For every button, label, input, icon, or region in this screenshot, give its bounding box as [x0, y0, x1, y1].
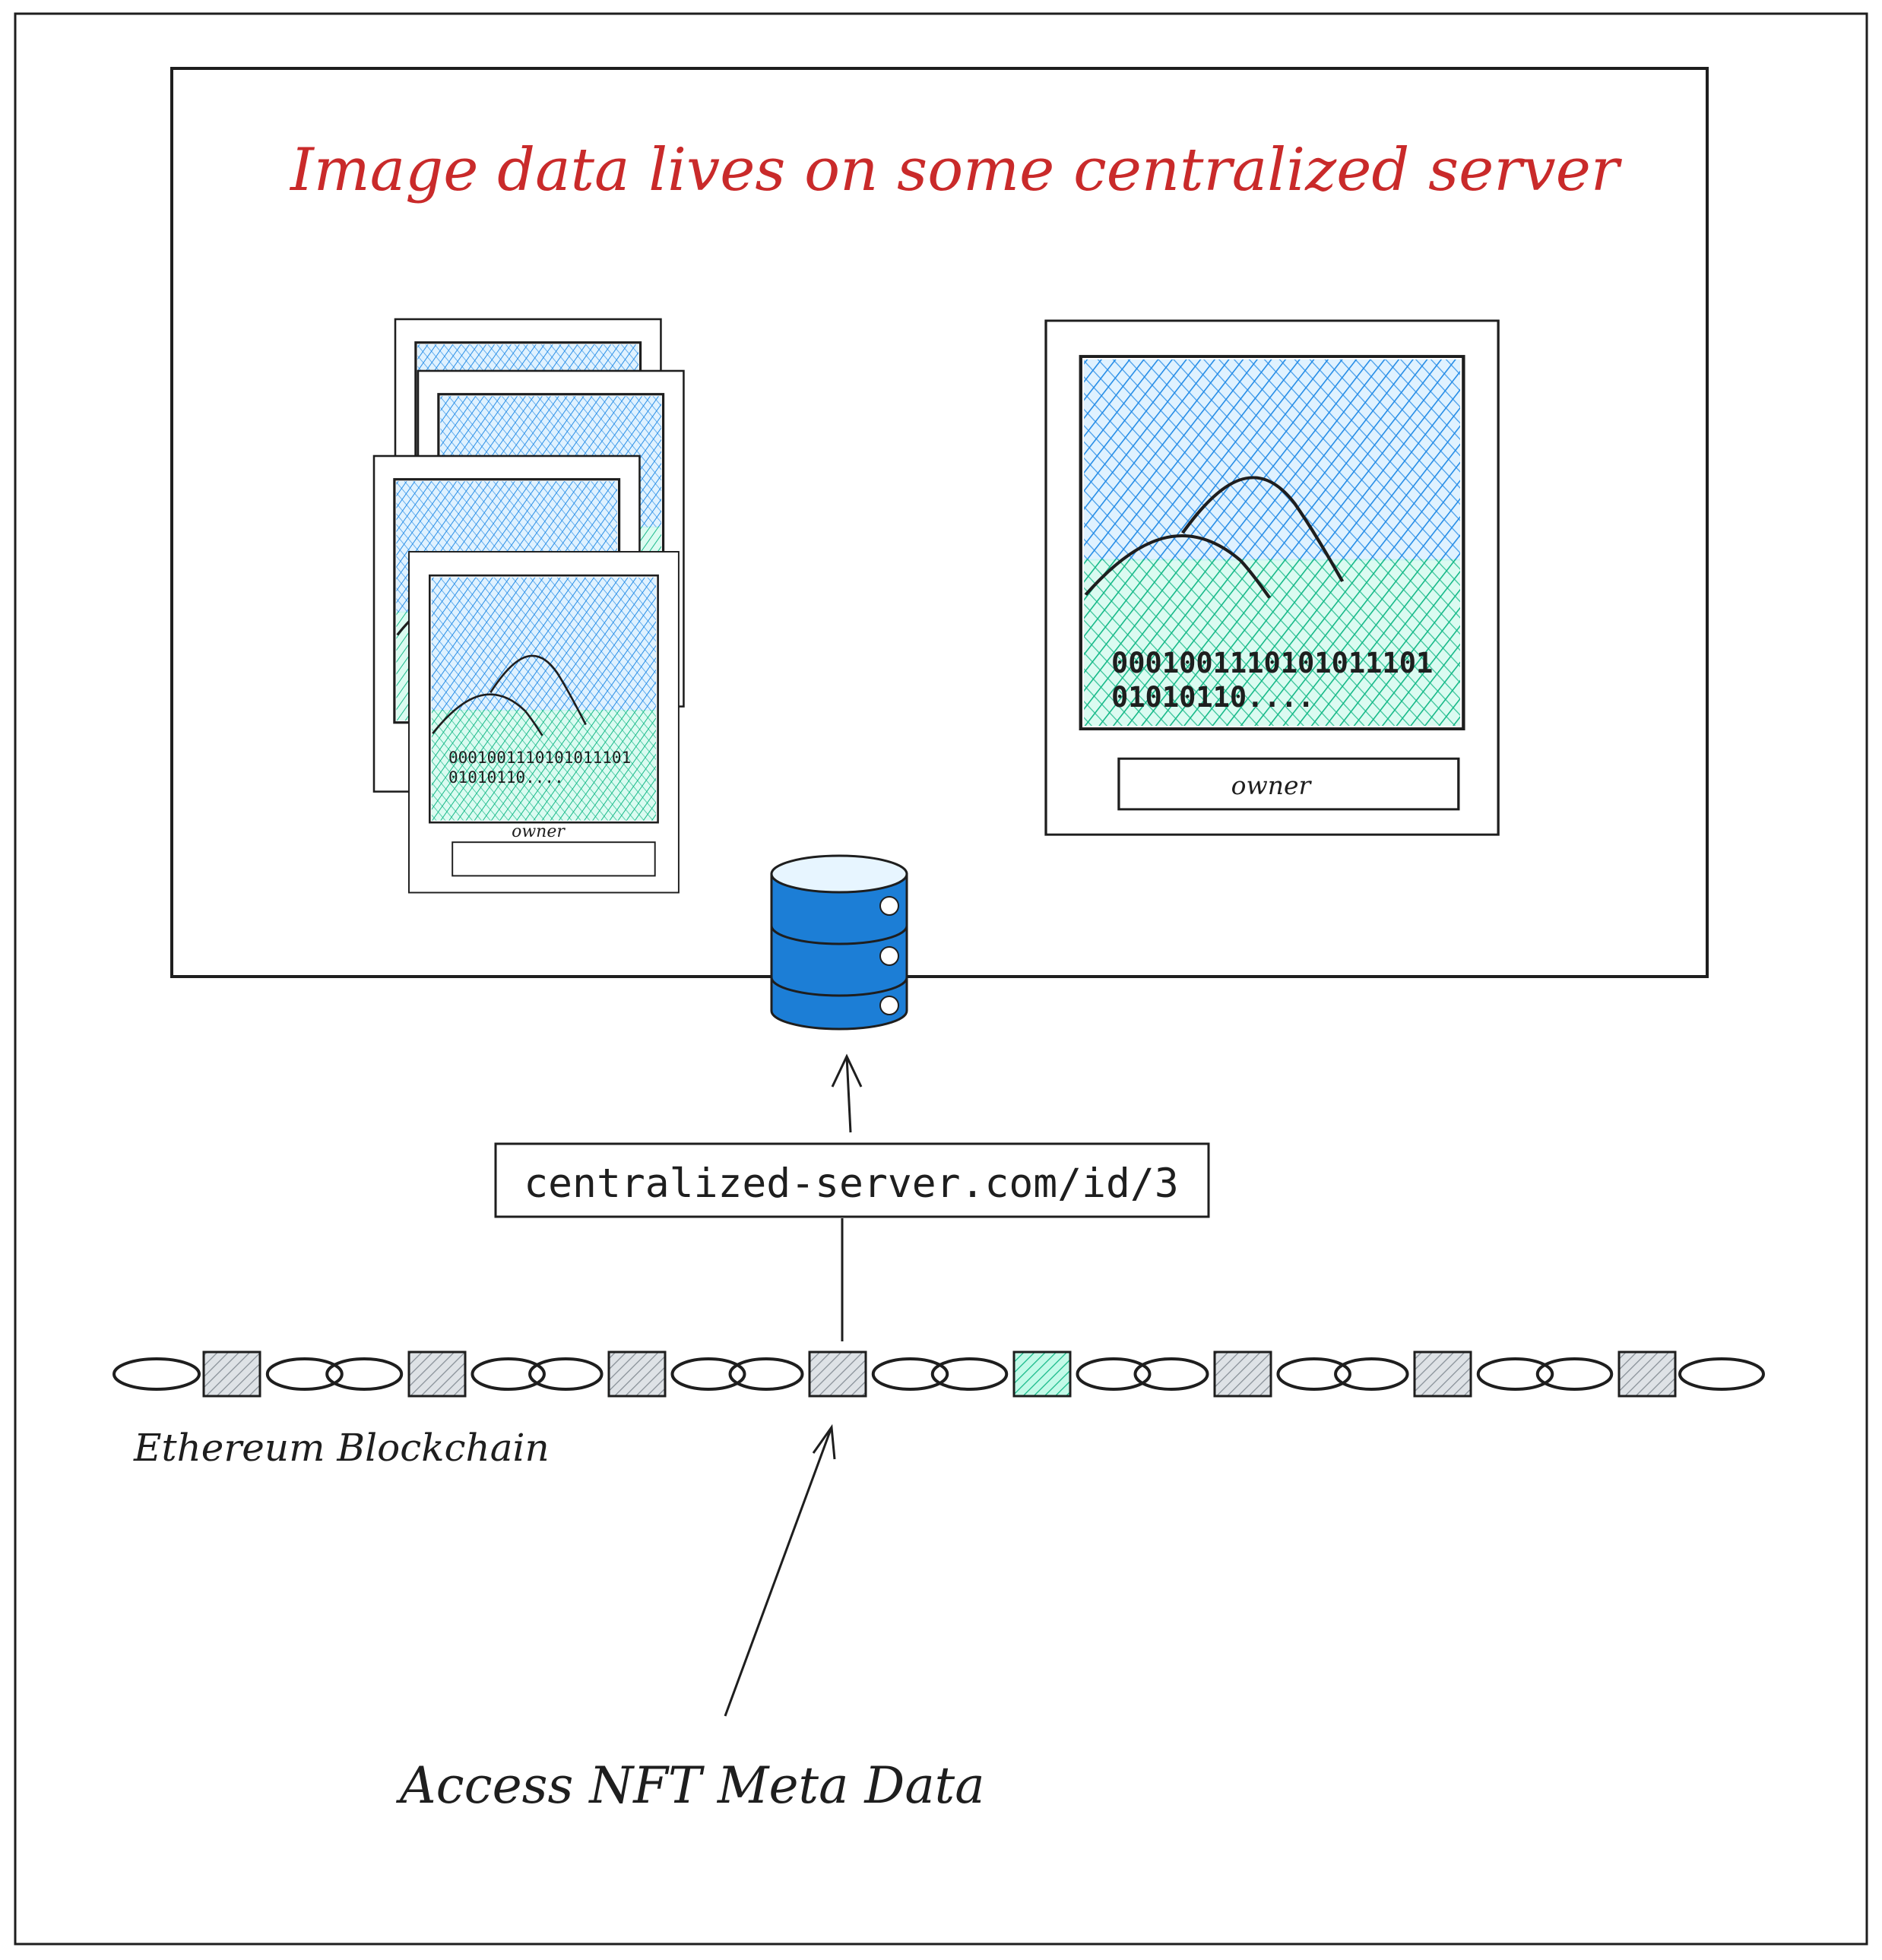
chain-block-highlighted [1012, 1350, 1072, 1398]
nft-card-small [407, 550, 680, 894]
chain-block [607, 1350, 667, 1398]
large-card-binary-2: 01010110.... [1111, 681, 1314, 714]
diagram-title: Image data lives on some centralized ser… [289, 136, 1623, 204]
access-label: Access NFT Meta Data [395, 1756, 985, 1815]
database-icon [770, 854, 908, 1031]
small-card-binary-2: 01010110.... [448, 768, 564, 787]
arrow-to-database [831, 1053, 863, 1133]
chain-link-icon [1334, 1357, 1409, 1391]
chain-link-icon [1678, 1357, 1765, 1391]
large-card-binary-1: 0001001110101011101 [1111, 647, 1433, 679]
small-card-owner-label: owner [512, 822, 566, 841]
chain-link-icon [325, 1357, 404, 1391]
chain-link-icon [1535, 1357, 1614, 1391]
chain-link-icon [112, 1357, 201, 1391]
chain-link-icon [1276, 1357, 1351, 1391]
url-box [494, 1142, 1210, 1218]
outer-frame [14, 12, 1868, 1946]
chain-link-icon [871, 1357, 949, 1391]
large-card-owner-label: owner [1231, 771, 1313, 800]
chain-link-icon [930, 1357, 1009, 1391]
chain-block [1617, 1350, 1677, 1398]
chain-block [1413, 1350, 1472, 1398]
chain-block [407, 1350, 467, 1398]
chain-link-icon [1476, 1357, 1554, 1391]
nft-card-large: 0001001110101011101 01010110.... owner [1046, 321, 1498, 834]
access-arrow [724, 1423, 836, 1717]
blockchain-label: Ethereum Blockchain [133, 1426, 550, 1470]
url-label: centralized-server.com/id/3 [524, 1160, 1179, 1207]
chain-link-icon [1076, 1357, 1152, 1391]
small-card-binary-1: 0001001110101011101 [448, 749, 631, 767]
nft-card-stack: 0001001110101011101 01010110.... owner [372, 318, 685, 894]
chain-link-icon [470, 1357, 546, 1391]
chain-block [1213, 1350, 1272, 1398]
chain-block [202, 1350, 261, 1398]
chain-link-icon [1133, 1357, 1209, 1391]
server-box [170, 67, 1709, 978]
chain-link-icon [265, 1357, 344, 1391]
chain-block [808, 1350, 867, 1398]
chain-link-icon [728, 1357, 804, 1391]
chain-link-icon [670, 1357, 746, 1391]
chain-link-icon [528, 1357, 604, 1391]
blockchain [112, 1350, 1765, 1398]
